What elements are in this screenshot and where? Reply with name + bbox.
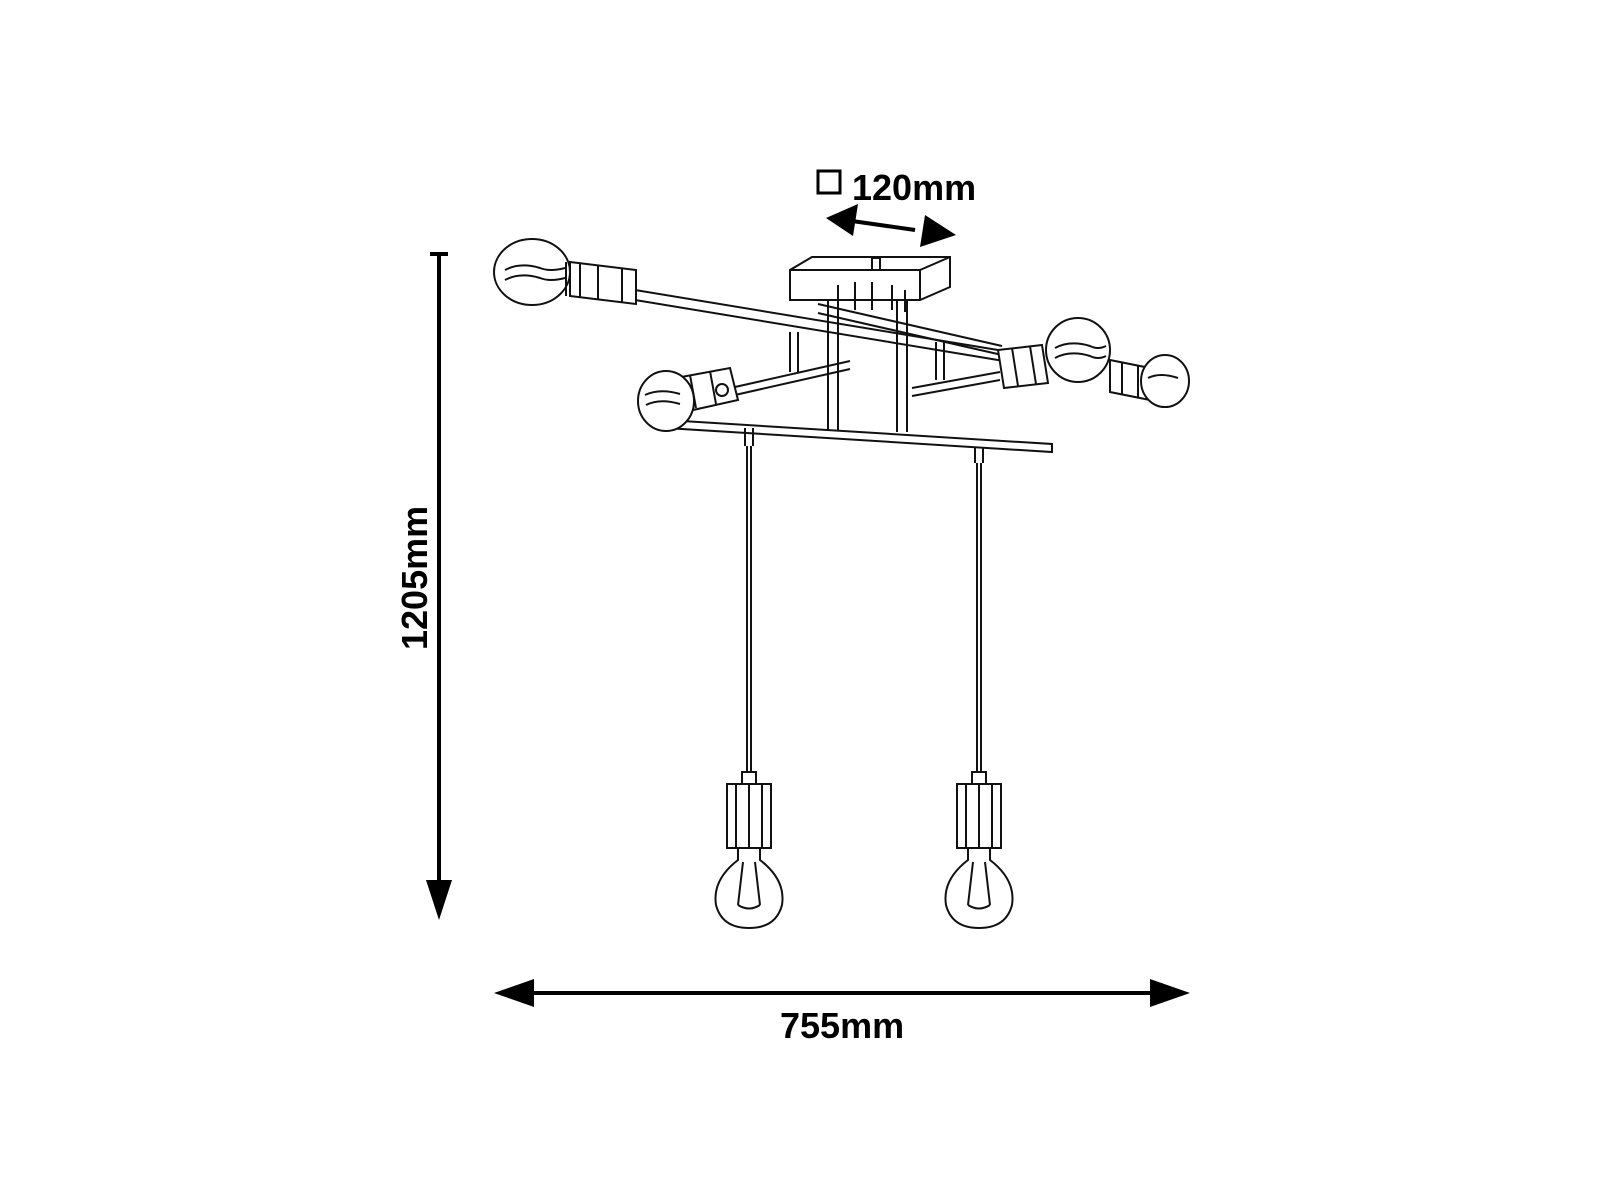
canopy-dimension-arrow — [826, 204, 956, 247]
pendant-left-bulb — [714, 847, 784, 930]
bulb-right-front — [1045, 317, 1111, 383]
width-arrowhead-right — [1150, 979, 1190, 1007]
pendant-cords — [746, 446, 982, 775]
lower-crossbar — [665, 418, 1053, 463]
canopy-dimension: 120mm — [816, 167, 976, 247]
canopy-dimension-label: 120mm — [852, 167, 976, 208]
square-icon — [816, 169, 842, 195]
socket-upper-left — [569, 260, 637, 306]
width-arrowhead-left — [494, 979, 534, 1007]
pendant-right-socket — [956, 771, 1002, 849]
width-dimension: 755mm — [494, 979, 1190, 1046]
bulb-mid-left — [637, 370, 695, 432]
canopy-plate — [789, 256, 951, 312]
bulb-far-right — [1140, 354, 1190, 408]
bulb-upper-left — [493, 238, 571, 306]
back-arm — [817, 303, 1003, 397]
pendant-left-socket — [726, 771, 772, 849]
height-dimension-label: 1205mm — [394, 506, 435, 650]
pendant-right-bulb — [944, 847, 1014, 930]
width-dimension-label: 755mm — [780, 1005, 904, 1046]
socket-right-front — [996, 343, 1050, 390]
mid-left-arm — [734, 360, 851, 396]
height-dimension: 1205mm — [394, 252, 452, 920]
height-arrowhead — [426, 880, 452, 920]
lamp-illustration — [493, 238, 1190, 930]
